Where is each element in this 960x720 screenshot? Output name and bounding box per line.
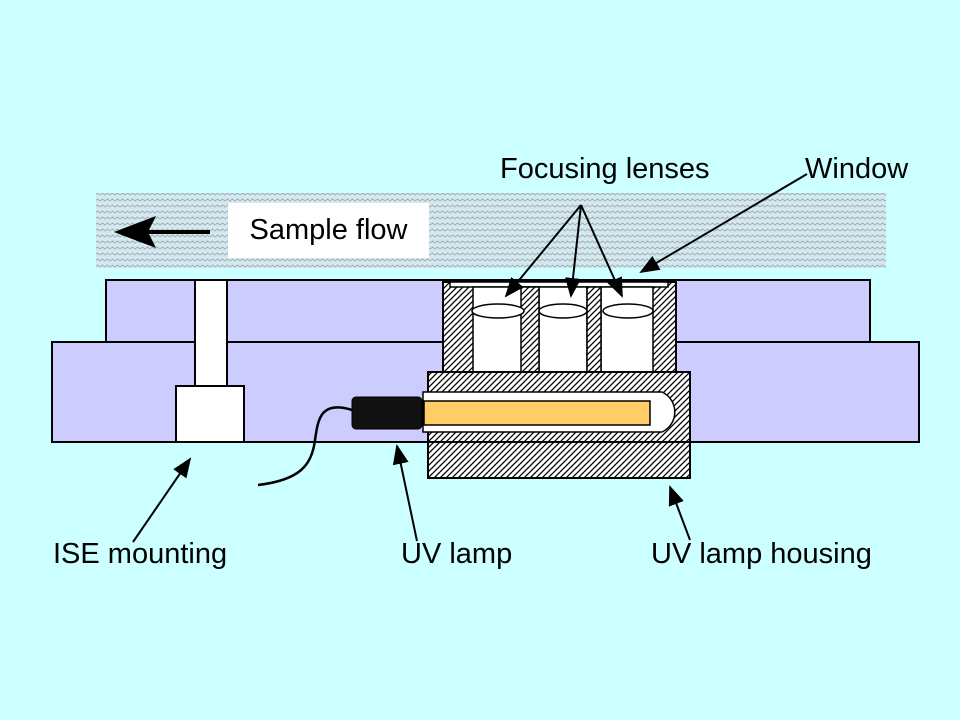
sample-flow-label: Sample flow xyxy=(228,203,429,258)
uv-lamp-cable xyxy=(257,406,353,487)
focusing-lens-2 xyxy=(538,303,588,319)
sample-flow-channel xyxy=(96,193,886,268)
uv-lamp-housing-label: UV lamp housing xyxy=(651,538,872,570)
window-pointer xyxy=(639,173,808,274)
ise-channel xyxy=(194,279,228,387)
uv-lamp-pointer xyxy=(392,444,418,542)
ise-mounting-block xyxy=(175,385,245,443)
uv-lamp-housing-pointer xyxy=(668,485,691,541)
sample-flow-text: Sample flow xyxy=(249,214,408,246)
ise-mounting-pointer xyxy=(132,457,192,543)
uv-lamp-housing-lower xyxy=(427,441,691,479)
window-label: Window xyxy=(805,153,909,185)
left-arrow-icon xyxy=(114,216,210,248)
focusing-lens-1 xyxy=(471,303,525,319)
focusing-lens-3 xyxy=(602,303,654,319)
uv-lamp-tube xyxy=(423,400,651,426)
focusing-lens-pointer-1 xyxy=(504,204,582,298)
ise-mounting-label: ISE mounting xyxy=(53,538,228,570)
focusing-lenses-label: Focusing lenses xyxy=(500,153,710,185)
focusing-lens-pointer-2 xyxy=(565,204,582,298)
focusing-lens-pointer-3 xyxy=(580,204,623,298)
uv-lamp-end-cap xyxy=(351,396,423,430)
uv-lamp-label: UV lamp xyxy=(401,538,513,570)
